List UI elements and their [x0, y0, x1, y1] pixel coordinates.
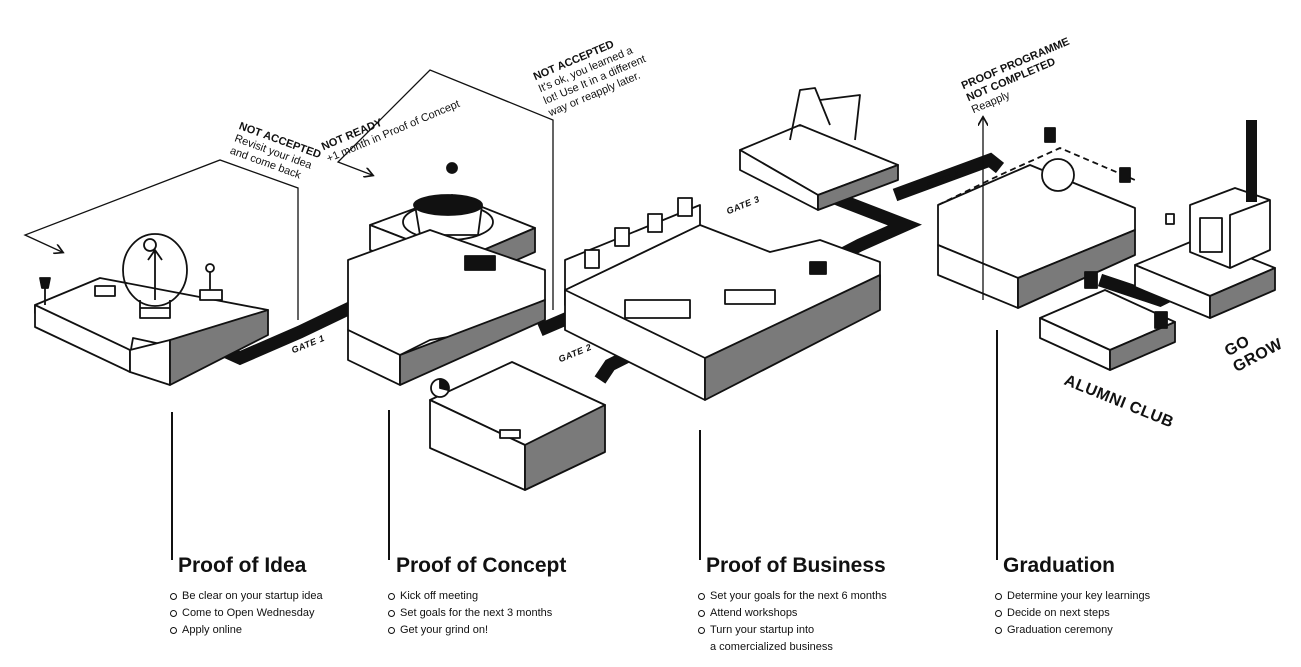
stage-step: Apply online — [170, 622, 410, 639]
stage-steps: Set your goals for the next 6 months Att… — [698, 588, 938, 656]
stage-step: Come to Open Wednesday — [170, 605, 410, 622]
platform-proof-of-idea — [34, 233, 269, 386]
platform-graduation — [937, 120, 1276, 371]
feedback-arrows — [23, 69, 983, 320]
platform-proof-of-concept — [347, 162, 606, 491]
stage-step: Be clear on your startup idea — [170, 588, 410, 605]
stage-step: Attend workshops — [698, 605, 938, 622]
stage-proof-of-concept: Proof of Concept Kick off meeting Set go… — [388, 552, 628, 639]
stage-step: Determine your key learnings — [995, 588, 1235, 605]
platform-proof-of-business — [564, 87, 899, 401]
stage-steps: Determine your key learnings Decide on n… — [995, 588, 1235, 639]
stage-step: Kick off meeting — [388, 588, 628, 605]
stage-steps: Be clear on your startup idea Come to Op… — [170, 588, 410, 639]
stage-step: Set your goals for the next 6 months — [698, 588, 938, 605]
stage-step: Set goals for the next 3 months — [388, 605, 628, 622]
stage-proof-of-business: Proof of Business Set your goals for the… — [698, 552, 938, 656]
stage-step: Get your grind on! — [388, 622, 628, 639]
stage-title: Proof of Concept — [396, 554, 567, 577]
stage-graduation: Graduation Determine your key learnings … — [995, 552, 1235, 639]
stage-step: Decide on next steps — [995, 605, 1235, 622]
stage-title: Graduation — [1003, 554, 1116, 577]
stage-proof-of-idea: Proof of Idea Be clear on your startup i… — [170, 552, 410, 639]
stage-steps: Kick off meeting Set goals for the next … — [388, 588, 628, 639]
stage-connector-lines — [171, 330, 998, 560]
stage-step: Graduation ceremony — [995, 622, 1235, 639]
stage-title: Proof of Idea — [178, 554, 307, 577]
stage-title: Proof of Business — [706, 554, 886, 577]
